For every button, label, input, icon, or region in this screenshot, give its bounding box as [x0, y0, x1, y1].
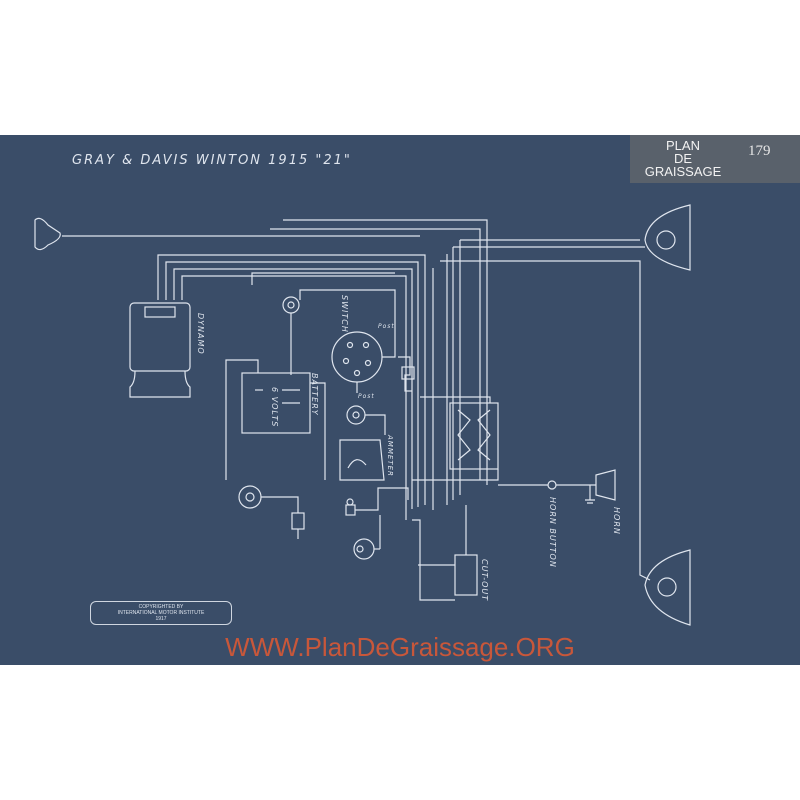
logo-line-1: PLAN: [666, 138, 700, 153]
battery: [225, 359, 326, 480]
coil: [345, 487, 409, 560]
fuse-block: [251, 272, 396, 375]
junction-block: [412, 396, 499, 481]
page-number: 179: [748, 143, 771, 159]
label-dynamo: DYNAMO: [196, 313, 205, 355]
right-headlamp-top: [644, 204, 691, 271]
logo-line-2: DE: [673, 151, 693, 166]
label-post-1: Post: [378, 323, 395, 330]
label-battery: BATTERY: [310, 373, 319, 416]
copyright-line-1: COPYRIGHTED BY: [138, 604, 184, 610]
horn-circuit: [498, 469, 616, 504]
label-horn-button: HORN BUTTON: [548, 497, 557, 568]
copyright-stamp: COPYRIGHTED BY INTERNATIONAL MOTOR INSTI…: [90, 601, 232, 625]
logo-text: PLAN DE GRAISSAGE: [640, 139, 726, 178]
left-headlamp: [34, 217, 420, 251]
ammeter: [339, 405, 386, 481]
label-volts: 6 VOLTS: [270, 387, 279, 428]
label-switch: SWITCH: [340, 295, 349, 333]
right-lamp-bottom: [644, 549, 691, 626]
wire-harness: [157, 219, 651, 581]
terminal-post: [398, 356, 415, 392]
label-ammeter: AMMETER: [386, 435, 394, 477]
wiring-diagram-sheet: GRAY & DAVIS WINTON 1915 "21" PLAN DE GR…: [0, 135, 800, 665]
logo-line-3: GRAISSAGE: [644, 164, 722, 179]
watermark-url: WWW.PlanDeGraissage.ORG: [225, 632, 575, 662]
ground-terminal: [238, 485, 305, 539]
label-cut-out: CUT-OUT: [480, 559, 489, 602]
diagram-title: GRAY & DAVIS WINTON 1915 "21": [72, 153, 352, 168]
plan-de-graissage-logo: PLAN DE GRAISSAGE 179: [630, 135, 800, 183]
lighting-switch: [331, 331, 396, 393]
label-post-2: Post: [358, 393, 375, 400]
copyright-line-3: 1917: [155, 616, 167, 622]
wiring-diagram: [34, 204, 691, 626]
cut-out: [412, 505, 478, 601]
dynamo: [129, 302, 191, 398]
copyright-line-2: INTERNATIONAL MOTOR INSTITUTE: [117, 610, 205, 616]
label-horn: HORN: [612, 507, 621, 535]
